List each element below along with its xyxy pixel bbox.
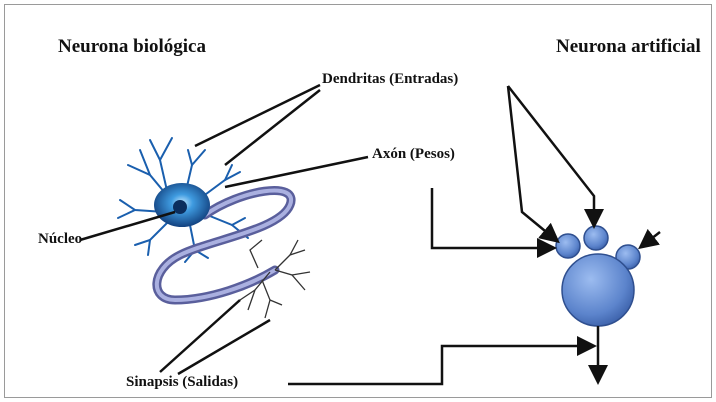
title-artificial-neuron: Neurona artificial [556,36,701,58]
dendritas-line-2 [225,90,320,165]
dendritas-line-1 [195,85,320,146]
soma-node [562,254,634,326]
label-dendritas: Dendritas (Entradas) [322,71,458,88]
axon-bracket [432,188,552,248]
label-nucleo: Núcleo [38,231,82,248]
sinapsis-bracket [288,346,592,384]
dendritas-arrow-1 [508,86,556,240]
input-node-middle [584,226,608,250]
label-axon: Axón (Pesos) [372,146,455,163]
input-node-left [556,234,580,258]
label-sinapsis: Sinapsis (Salidas) [126,374,238,391]
nucleo-line [80,212,175,240]
nucleus [173,200,187,214]
biological-neuron [118,138,310,318]
artificial-neuron [556,226,640,326]
right-input-arrow [642,232,660,246]
axon-line [225,157,368,187]
title-biological-neuron: Neurona biológica [58,36,206,58]
sinapsis-line-2 [178,320,270,374]
